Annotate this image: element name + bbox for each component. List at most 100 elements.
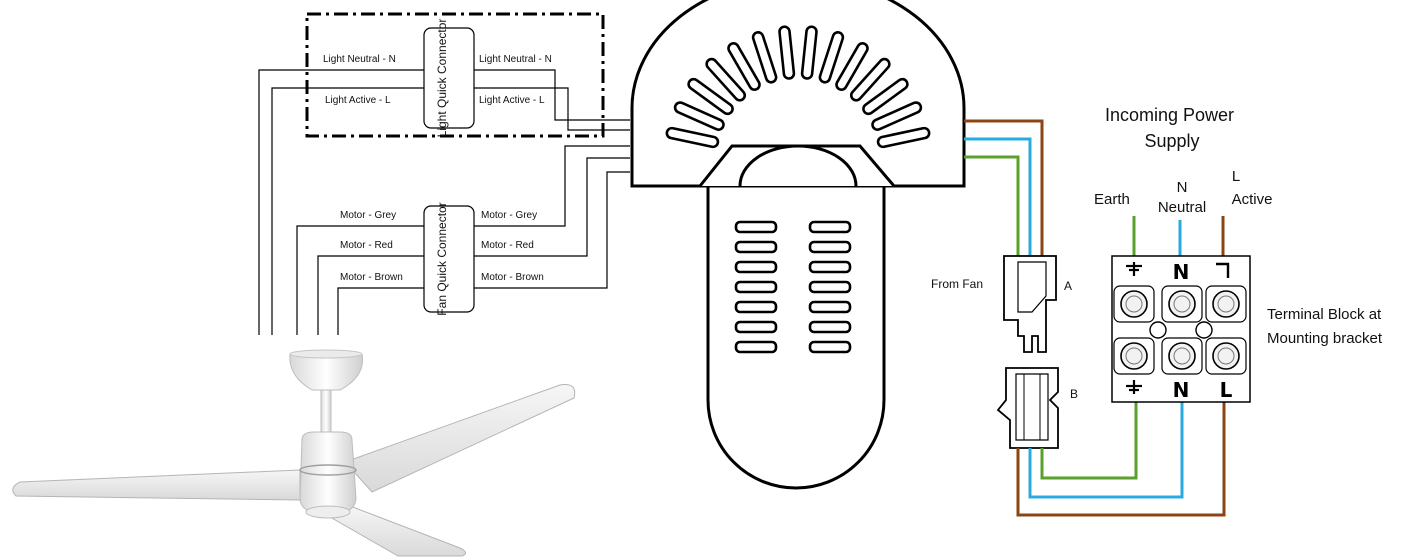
ceiling-fan-photo bbox=[12, 349, 576, 557]
light-active-wire-right bbox=[474, 87, 630, 131]
light-neutral-wire-right bbox=[474, 69, 630, 121]
motor-red-right-label: Motor - Red bbox=[481, 240, 534, 251]
fan-blade-lower bbox=[316, 505, 466, 557]
canopy-vent-slots bbox=[665, 25, 931, 149]
terminal-screw bbox=[1168, 342, 1196, 370]
earth-label: Earth bbox=[1094, 191, 1130, 208]
dome-slot bbox=[835, 42, 869, 91]
plug-to-terminal-wires bbox=[1016, 400, 1226, 517]
light-active-wire-left bbox=[271, 87, 424, 335]
dome-slot bbox=[862, 77, 909, 116]
light-neutral-right-label: Light Neutral - N bbox=[479, 54, 552, 65]
light-active-right-label: Light Active - L bbox=[479, 95, 545, 106]
terminal-screw bbox=[1212, 290, 1240, 318]
vent-slot bbox=[808, 340, 852, 354]
vent-slot bbox=[808, 280, 852, 294]
mounting-hole bbox=[1195, 321, 1213, 339]
motor-red-wire-left bbox=[317, 255, 424, 335]
canopy-to-plug-wires bbox=[964, 119, 1044, 258]
motor-grey-wire-right bbox=[474, 145, 630, 227]
active-letter-label: L bbox=[1232, 168, 1240, 185]
dome-slot bbox=[687, 77, 734, 116]
dome-slot bbox=[871, 101, 923, 131]
earth-wire-canopy bbox=[964, 155, 1020, 258]
plug-b bbox=[996, 367, 1059, 449]
motor-brown-right-label: Motor - Brown bbox=[481, 272, 544, 283]
vent-slot bbox=[734, 300, 778, 314]
active-bracket-icon bbox=[1216, 262, 1230, 278]
vent-slot bbox=[734, 340, 778, 354]
incoming-supply: Incoming Power Supply Earth N Neutral L … bbox=[1094, 105, 1272, 256]
neutral-letter-label: N bbox=[1177, 179, 1188, 196]
fan-motor-housing bbox=[630, 0, 966, 490]
vent-slot bbox=[734, 260, 778, 274]
fan-blade-right bbox=[344, 384, 576, 493]
motor-brown-left-label: Motor - Brown bbox=[340, 272, 403, 283]
neutral-wire-return bbox=[1028, 400, 1184, 499]
motor-capsule bbox=[706, 150, 886, 490]
motor-vent-slots-right bbox=[808, 220, 852, 354]
terminal-bottom-l: L bbox=[1220, 378, 1233, 402]
light-quick-connector-box bbox=[423, 27, 475, 129]
terminal-block: N N L Terminal Block at Mounting bracket bbox=[1111, 255, 1383, 403]
fan-quick-connector-title: Fan Quick Connector bbox=[435, 202, 449, 315]
motor-brown-wire-left bbox=[337, 287, 424, 335]
active-wire-canopy bbox=[964, 119, 1044, 258]
dome-slot bbox=[818, 31, 845, 84]
vent-slot bbox=[734, 220, 778, 234]
mounting-collar bbox=[698, 144, 896, 187]
vent-slot bbox=[734, 280, 778, 294]
light-connector-dashed-boundary bbox=[305, 12, 605, 138]
vent-slot bbox=[808, 220, 852, 234]
vent-slot bbox=[808, 320, 852, 334]
fan-canopy bbox=[289, 353, 364, 391]
fan-blade-left bbox=[12, 469, 301, 501]
motor-brown-wire-right bbox=[474, 171, 630, 289]
dome-slot bbox=[751, 31, 778, 84]
dome-slot bbox=[800, 25, 818, 80]
vent-slot bbox=[808, 240, 852, 254]
vent-slot bbox=[808, 300, 852, 314]
collar-arch bbox=[738, 144, 858, 187]
light-neutral-wire-left bbox=[258, 69, 424, 335]
incoming-power-title: Incoming Power Supply bbox=[1105, 105, 1239, 151]
dome-slot bbox=[876, 126, 931, 149]
plug-a bbox=[1003, 255, 1057, 353]
vent-slot bbox=[808, 260, 852, 274]
fan-downrod bbox=[320, 389, 332, 435]
plug-b-label: B bbox=[1070, 387, 1078, 401]
motor-red-left-label: Motor - Red bbox=[340, 240, 393, 251]
motor-grey-wire-left bbox=[296, 225, 424, 335]
motor-red-wire-right bbox=[474, 157, 630, 257]
terminal-screw bbox=[1212, 342, 1240, 370]
terminal-bottom-n: N bbox=[1173, 378, 1190, 402]
terminal-top-n: N bbox=[1173, 260, 1190, 284]
terminal-screw bbox=[1120, 342, 1148, 370]
motor-grey-left-label: Motor - Grey bbox=[340, 210, 396, 221]
terminal-screw bbox=[1168, 290, 1196, 318]
light-neutral-left-label: Light Neutral - N bbox=[323, 54, 396, 65]
terminal-screw bbox=[1120, 290, 1148, 318]
active-wire-return bbox=[1016, 400, 1226, 517]
mounting-hole bbox=[1149, 321, 1167, 339]
motor-grey-right-label: Motor - Grey bbox=[481, 210, 537, 221]
dome-slot bbox=[727, 42, 761, 91]
light-quick-connector-title: Light Quick Connector bbox=[435, 19, 449, 138]
neutral-word-label: Neutral bbox=[1158, 199, 1206, 216]
dome-slot bbox=[849, 57, 891, 102]
vent-slot bbox=[734, 320, 778, 334]
fan-connector-group: Fan Quick Connector Motor - Grey Motor -… bbox=[296, 145, 630, 335]
neutral-wire-canopy bbox=[964, 137, 1032, 258]
light-active-left-label: Light Active - L bbox=[325, 95, 391, 106]
dome-slot bbox=[705, 57, 747, 102]
earth-wire-return bbox=[1040, 400, 1138, 480]
dome-slot bbox=[665, 126, 720, 149]
vent-slot bbox=[734, 240, 778, 254]
dome-slot bbox=[673, 101, 725, 131]
earth-symbol-icon bbox=[1126, 380, 1142, 394]
terminal-screws bbox=[1113, 285, 1247, 375]
plug-connector: From Fan A B bbox=[931, 255, 1078, 449]
dome-slot bbox=[778, 25, 796, 80]
earth-symbol-icon bbox=[1126, 262, 1142, 276]
